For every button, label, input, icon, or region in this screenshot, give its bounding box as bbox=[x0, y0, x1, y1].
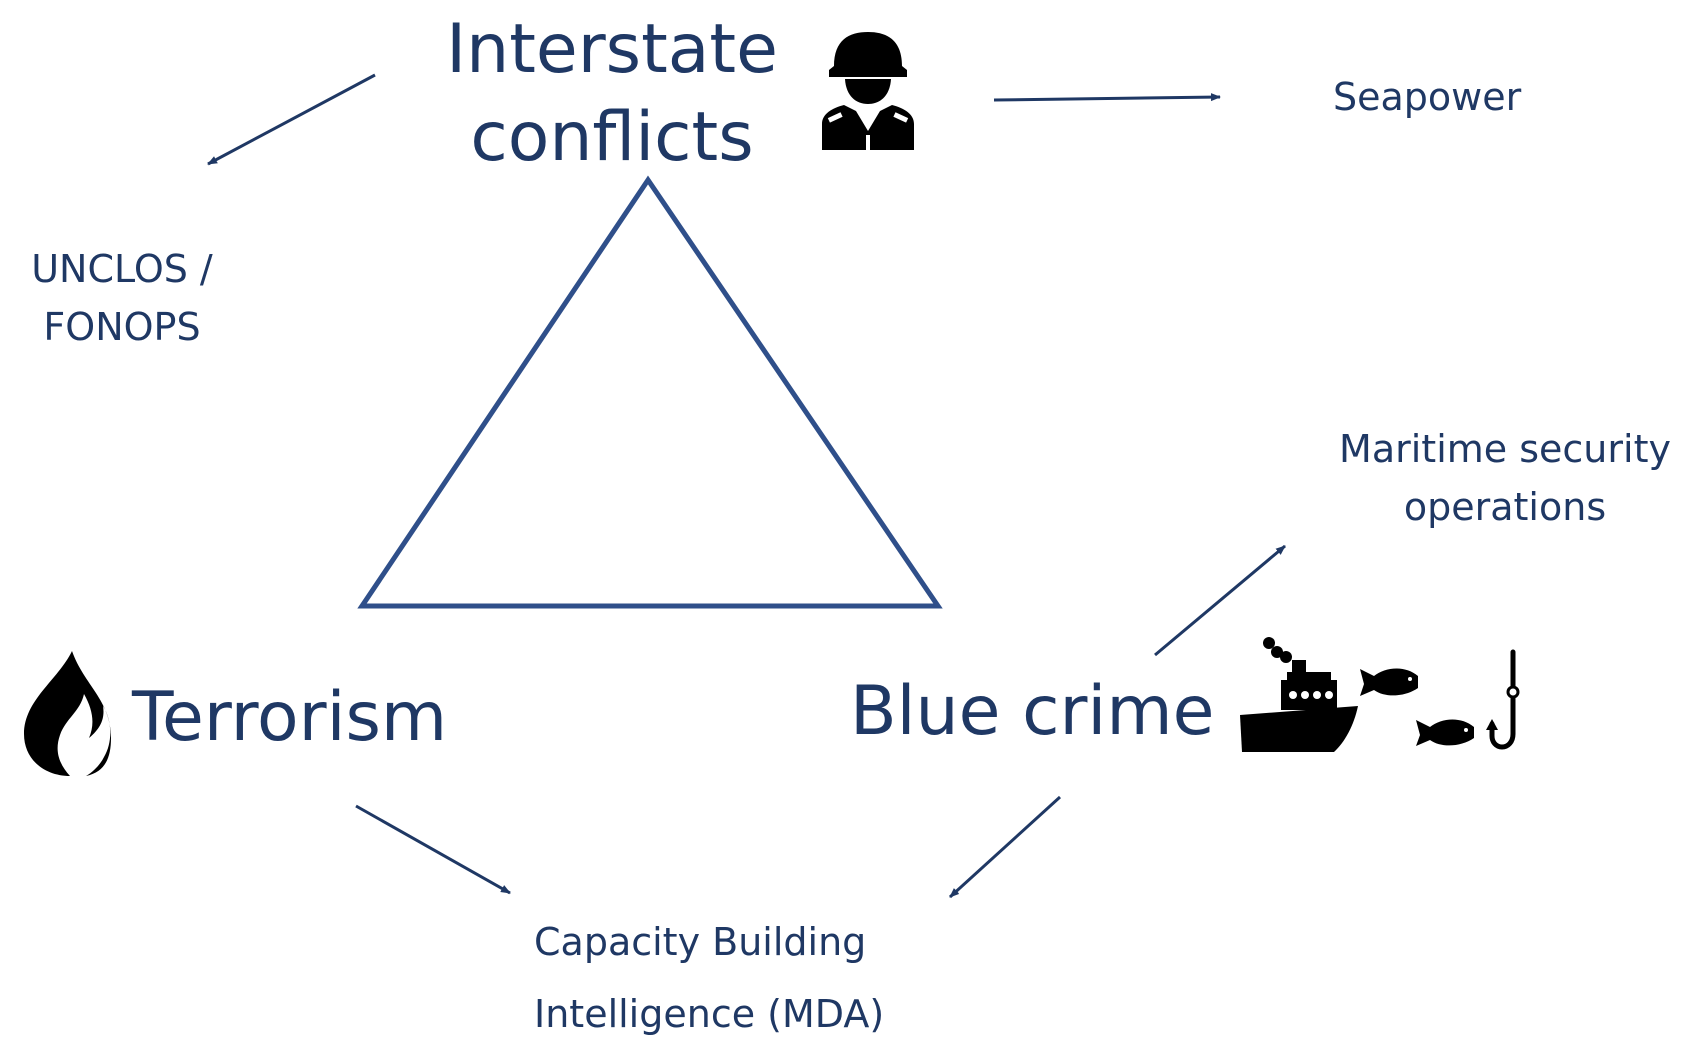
fish-hook-icon bbox=[1360, 649, 1520, 750]
arrow-bluecrime-to-maritime bbox=[1154, 544, 1286, 657]
maritime-security-label: Maritime security operations bbox=[1310, 420, 1700, 536]
maritime-line2: operations bbox=[1403, 485, 1607, 529]
interstate-line2: conflicts bbox=[470, 98, 754, 177]
arrow-bluecrime-to-capacity bbox=[948, 795, 1062, 899]
capacity-building-label: Capacity Building Intelligence (MDA) bbox=[534, 906, 884, 1050]
capacity-line1: Capacity Building bbox=[534, 920, 867, 964]
unclos-line1: UNCLOS / bbox=[31, 247, 213, 291]
threat-triangle bbox=[357, 175, 943, 609]
interstate-line1: Interstate bbox=[446, 10, 778, 89]
seapower-label: Seapower bbox=[1333, 75, 1522, 119]
arrow-terrorism-to-capacity bbox=[355, 804, 511, 895]
unclos-fonops-label: UNCLOS / FONOPS bbox=[6, 240, 238, 356]
ship-icon bbox=[1240, 637, 1358, 752]
arrow-interstate-to-unclos bbox=[207, 73, 376, 166]
interstate-conflicts-label: Interstate conflicts bbox=[440, 6, 784, 182]
arrow-interstate-to-seapower bbox=[993, 93, 1221, 102]
soldier-icon bbox=[822, 32, 914, 150]
terrorism-label: Terrorism bbox=[132, 678, 448, 757]
capacity-line2: Intelligence (MDA) bbox=[534, 992, 885, 1036]
blue-crime-label: Blue crime bbox=[850, 672, 1215, 751]
maritime-line1: Maritime security bbox=[1339, 427, 1671, 471]
unclos-line2: FONOPS bbox=[43, 305, 201, 349]
fire-icon bbox=[24, 651, 111, 776]
